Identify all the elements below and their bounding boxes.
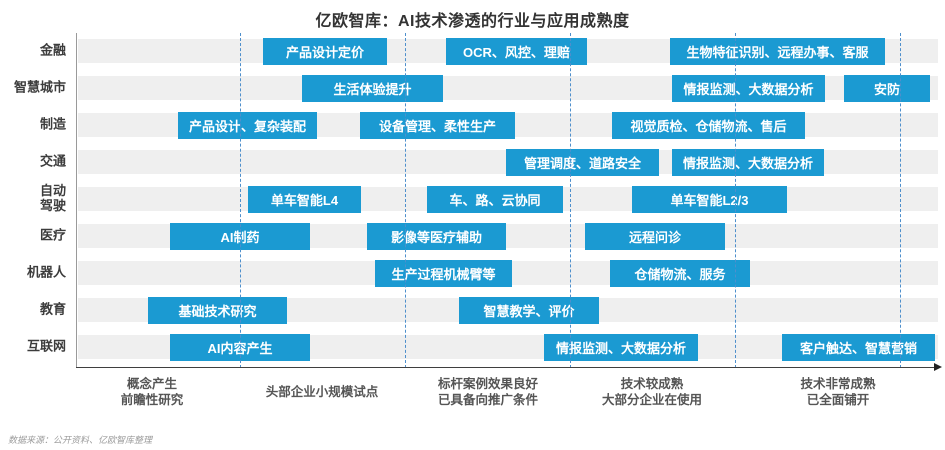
chart-bar: 客户触达、智慧营销 [782,333,935,361]
chart-bar: 生物特征识别、远程办事、客服 [670,37,885,65]
chart-bar: OCR、风控、理赔 [446,37,587,65]
row-label: 医疗 [39,227,66,243]
stage-divider-line [735,33,736,368]
chart-bar: 视觉质检、仓储物流、售后 [612,111,805,139]
stage-label: 头部企业小规模试点 [265,385,379,400]
stage-divider-line [570,33,571,368]
row-label: 交通 [39,153,66,169]
stage-label: 技术较成熟 大部分企业在使用 [601,377,703,407]
chart-bar: 远程问诊 [585,222,725,250]
chart-bar: 生活体验提升 [302,74,443,102]
row-label: 教育 [39,301,66,317]
row-label: 机器人 [26,264,66,280]
chart-bar: 安防 [844,74,930,102]
stage-label: 标杆案例效果良好 已具备向推广条件 [437,377,539,407]
chart-bar: 仓储物流、服务 [610,259,750,287]
chart-bar: 基础技术研究 [148,296,287,324]
chart-title: 亿欧智库：AI技术渗透的行业与应用成熟度 [315,13,630,30]
stage-label: 技术非常成熟 已全面铺开 [800,377,876,407]
x-axis-arrow-icon [934,363,942,371]
chart-bar: 车、路、云协同 [427,185,563,213]
stage-divider-line [900,33,901,368]
y-axis-line [76,33,77,368]
stage-divider-line [405,33,406,368]
data-source-note: 数据来源：公开资料、亿欧智库整理 [8,435,153,445]
row-label: 自动 驾驶 [39,183,66,213]
chart-bar: 产品设计、复杂装配 [178,111,317,139]
chart-bar: 生产过程机械臂等 [375,259,512,287]
row-label: 智慧城市 [13,79,66,95]
row-label: 制造 [39,116,66,132]
chart-bar: 管理调度、道路安全 [506,148,659,176]
chart-bar: 智慧教学、评价 [459,296,599,324]
chart-bar: 影像等医疗辅助 [367,222,506,250]
x-axis-line [76,367,936,368]
chart-bar: 单车智能L2/3 [632,185,787,213]
row-label: 互联网 [26,338,66,354]
row-label: 金融 [39,42,66,58]
chart-bar: 情报监测、大数据分析 [672,74,825,102]
stage-label: 概念产生 前瞻性研究 [120,377,184,407]
chart-bar: 单车智能L4 [248,185,361,213]
stage-divider-line [240,33,241,368]
chart-bar: 情报监测、大数据分析 [544,333,698,361]
chart-bar: 设备管理、柔性生产 [360,111,515,139]
chart-bar: 产品设计定价 [263,37,387,65]
chart-bar: 情报监测、大数据分析 [672,148,824,176]
